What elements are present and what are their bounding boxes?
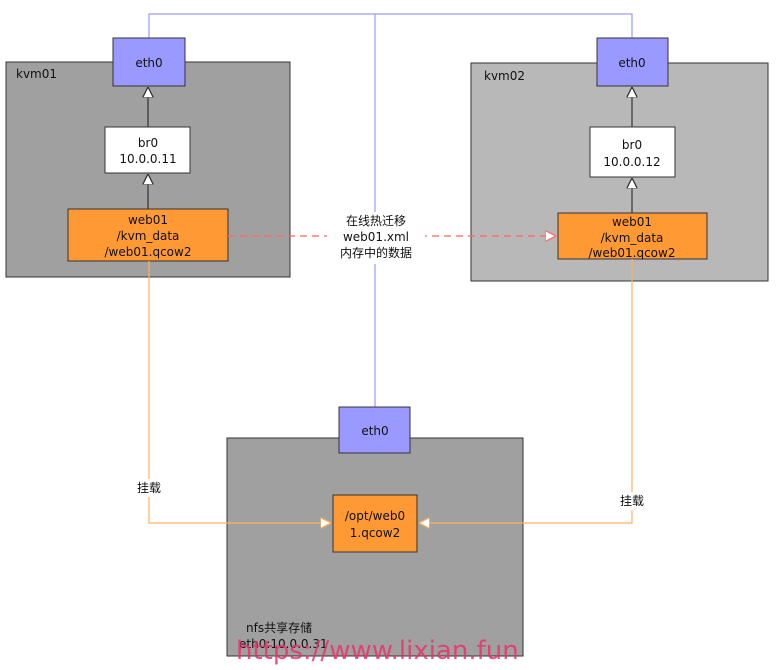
kvm01-br0-name: br0	[138, 136, 158, 150]
nfs-eth0-label: eth0	[361, 424, 388, 438]
mount-right-label-bg	[614, 492, 650, 510]
nfs-label-line1: nfs共享存储	[246, 620, 312, 635]
kvm02-br0-ip: 10.0.0.12	[603, 155, 660, 169]
kvm02-eth0-box	[596, 37, 669, 87]
nfs-file-line1: /opt/web0	[345, 509, 405, 523]
kvm02-vm-line3: /web01.qcow2	[589, 246, 676, 260]
watermark-text: https://www.lixian.fun	[236, 636, 519, 666]
host-kvm02-label: kvm02	[484, 69, 525, 83]
nfs-label-line2: eth0:10.0.0.31	[239, 637, 328, 651]
nfs-file-line2: 1.qcow2	[350, 526, 400, 540]
network-links	[148, 13, 633, 407]
kvm01-eth0-box	[112, 37, 186, 87]
migration-label-line3: 内存中的数据	[340, 245, 412, 260]
kvm01-vm-box	[67, 208, 229, 262]
nfs-storage: eth0 /opt/web0 1.qcow2 nfs共享存储 eth0:10.0…	[226, 406, 524, 657]
kvm02-vm-box	[557, 212, 708, 260]
kvm02-vm-line1: web01	[612, 215, 652, 229]
migration-link: 在线热迁移 web01.xml 内存中的数据	[228, 212, 555, 264]
migration-label-line1: 在线热迁移	[346, 214, 406, 228]
mount-right-label: 挂载	[620, 494, 644, 508]
host-kvm01-label: kvm01	[16, 67, 57, 81]
nfs-eth0-box	[338, 406, 411, 454]
mount-left-label: 挂载	[137, 481, 161, 495]
mount-link-kvm02	[420, 259, 633, 523]
network-link-kvm01	[148, 13, 633, 38]
kvm02-br0-name: br0	[622, 138, 642, 152]
kvm02-eth0-label: eth0	[618, 56, 645, 70]
kvm01-br0-box	[104, 126, 191, 174]
kvm01-vm-line2: /kvm_data	[117, 229, 180, 243]
nfs-file-box	[332, 494, 418, 553]
kvm02-vm-line2: /kvm_data	[601, 231, 664, 245]
host-kvm01: kvm01 eth0 br0 10.0.0.11 web01 /kvm_data…	[5, 37, 291, 278]
kvm01-vm-line1: web01	[128, 213, 168, 227]
host-kvm02: kvm02 eth0 br0 10.0.0.12 web01 /kvm_data…	[470, 37, 769, 282]
mount-link-kvm01	[148, 261, 330, 523]
mount-left-label-bg	[131, 479, 167, 497]
migration-label-bg	[327, 212, 425, 264]
kvm01-eth0-label: eth0	[135, 56, 162, 70]
kvm02-br0-box	[589, 126, 676, 178]
kvm01-br0-ip: 10.0.0.11	[119, 152, 176, 166]
migration-label-line2: web01.xml	[343, 230, 409, 244]
mount-links: 挂载 挂载	[131, 259, 650, 523]
kvm01-vm-line3: /web01.qcow2	[105, 245, 192, 259]
